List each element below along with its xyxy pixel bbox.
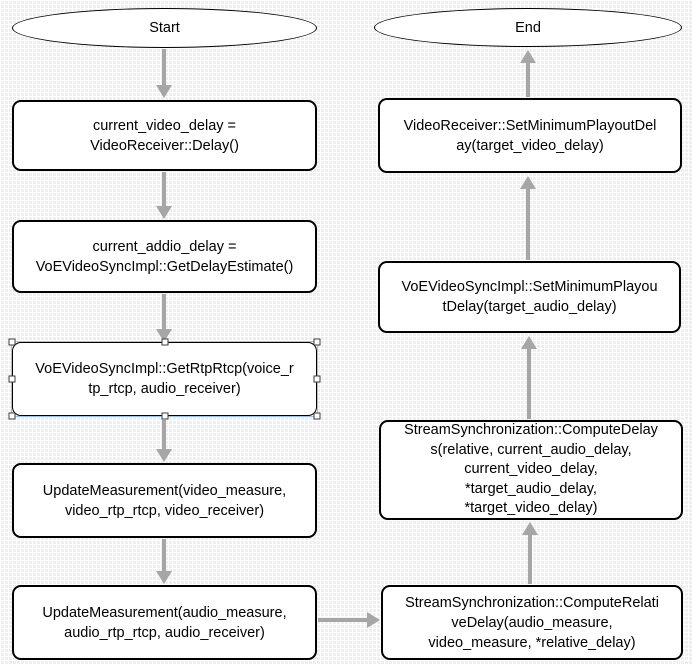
flowchart-node-start[interactable]: Start — [12, 8, 317, 48]
connector-start-to-current-video-delay[interactable] — [156, 49, 172, 98]
arrow-head-icon — [156, 571, 172, 584]
selection-outline — [8, 338, 321, 420]
resize-handle-bottom-left[interactable] — [8, 412, 16, 420]
connector-get-rtp-rtcp-to-update-measurement-video[interactable] — [156, 420, 172, 462]
connector-compute-delays-to-set-minimum-playout-delay-audio[interactable] — [521, 336, 537, 419]
arrow-shaft — [528, 534, 532, 584]
flowchart-node-compute-delays[interactable]: StreamSynchronization::ComputeDelay s(re… — [379, 420, 683, 520]
node-label: VideoReceiver::SetMinimumPlayoutDel ay(t… — [403, 117, 657, 154]
flowchart-node-update-measurement-audio[interactable]: UpdateMeasurement(audio_measure, audio_r… — [12, 585, 317, 660]
flowchart-node-update-measurement-video[interactable]: UpdateMeasurement(video_measure, video_r… — [12, 463, 317, 538]
connector-set-minimum-playout-delay-audio-to-video[interactable] — [520, 176, 536, 260]
arrow-head-icon — [156, 329, 172, 342]
node-label: StreamSynchronization::ComputeRelati veD… — [405, 594, 659, 651]
node-label: End — [515, 19, 541, 36]
arrow-head-icon — [521, 336, 537, 349]
connector-compute-relative-delay-to-compute-delays[interactable] — [522, 522, 538, 584]
node-label: VoEVideoSyncImpl::GetRtpRtcp(voice_r tp_… — [35, 361, 294, 397]
arrow-shaft — [162, 172, 166, 207]
resize-handle-top-left[interactable] — [8, 338, 16, 346]
node-label: current_addio_delay = VoEVideoSyncImpl::… — [35, 238, 294, 275]
node-label: current_video_delay = VideoReceiver::Del… — [90, 117, 239, 154]
node-label: StreamSynchronization::ComputeDelay s(re… — [404, 422, 658, 517]
connector-update-measurement-video-to-update-measurement-audio[interactable] — [156, 539, 172, 584]
arrow-shaft — [318, 618, 368, 622]
resize-handle-middle-right[interactable] — [313, 375, 321, 383]
arrow-head-icon — [520, 50, 536, 63]
arrow-head-icon — [520, 176, 536, 189]
node-label: Start — [149, 20, 180, 36]
flowchart-node-current-video-delay[interactable]: current_video_delay = VideoReceiver::Del… — [12, 100, 317, 171]
arrow-head-icon — [156, 206, 172, 219]
resize-handle-top-middle[interactable] — [161, 338, 168, 346]
arrow-shaft — [162, 49, 166, 86]
arrow-head-icon — [367, 612, 380, 628]
node-label: UpdateMeasurement(audio_measure, audio_r… — [42, 604, 287, 641]
arrow-shaft — [162, 294, 166, 330]
arrow-shaft — [162, 539, 166, 572]
resize-handle-middle-left[interactable] — [8, 375, 16, 383]
resize-handle-bottom-right[interactable] — [313, 412, 321, 420]
flowchart-node-end[interactable]: End — [374, 8, 682, 47]
flowchart-node-current-addio-delay[interactable]: current_addio_delay = VoEVideoSyncImpl::… — [12, 220, 317, 293]
connector-current-addio-delay-to-get-rtp-rtcp[interactable] — [156, 294, 172, 342]
node-label: VoEVideoSyncImpl::SetMinimumPlayou tDela… — [401, 279, 658, 315]
arrow-head-icon — [522, 522, 538, 535]
arrow-shaft — [162, 420, 166, 450]
connector-update-measurement-audio-to-compute-relative-delay[interactable] — [318, 612, 380, 628]
resize-handle-bottom-middle[interactable] — [161, 412, 168, 420]
arrow-head-icon — [156, 449, 172, 462]
flowchart-node-get-rtp-rtcp[interactable]: VoEVideoSyncImpl::GetRtpRtcp(voice_r tp_… — [8, 338, 321, 420]
node-label: UpdateMeasurement(video_measure, video_r… — [42, 482, 287, 519]
connector-set-minimum-playout-delay-video-to-end[interactable] — [520, 50, 536, 97]
connector-current-video-delay-to-current-addio-delay[interactable] — [156, 172, 172, 219]
arrow-shaft — [526, 188, 530, 260]
arrow-head-icon — [156, 85, 172, 98]
flowchart-node-compute-relative-delay[interactable]: StreamSynchronization::ComputeRelati veD… — [381, 585, 683, 660]
arrow-shaft — [527, 348, 531, 419]
arrow-shaft — [526, 62, 530, 97]
resize-handle-top-right[interactable] — [313, 338, 321, 346]
flowchart-node-set-minimum-playout-delay-video[interactable]: VideoReceiver::SetMinimumPlayoutDel ay(t… — [378, 98, 682, 173]
flowchart-node-set-minimum-playout-delay-audio[interactable]: VoEVideoSyncImpl::SetMinimumPlayou tDela… — [378, 261, 681, 333]
